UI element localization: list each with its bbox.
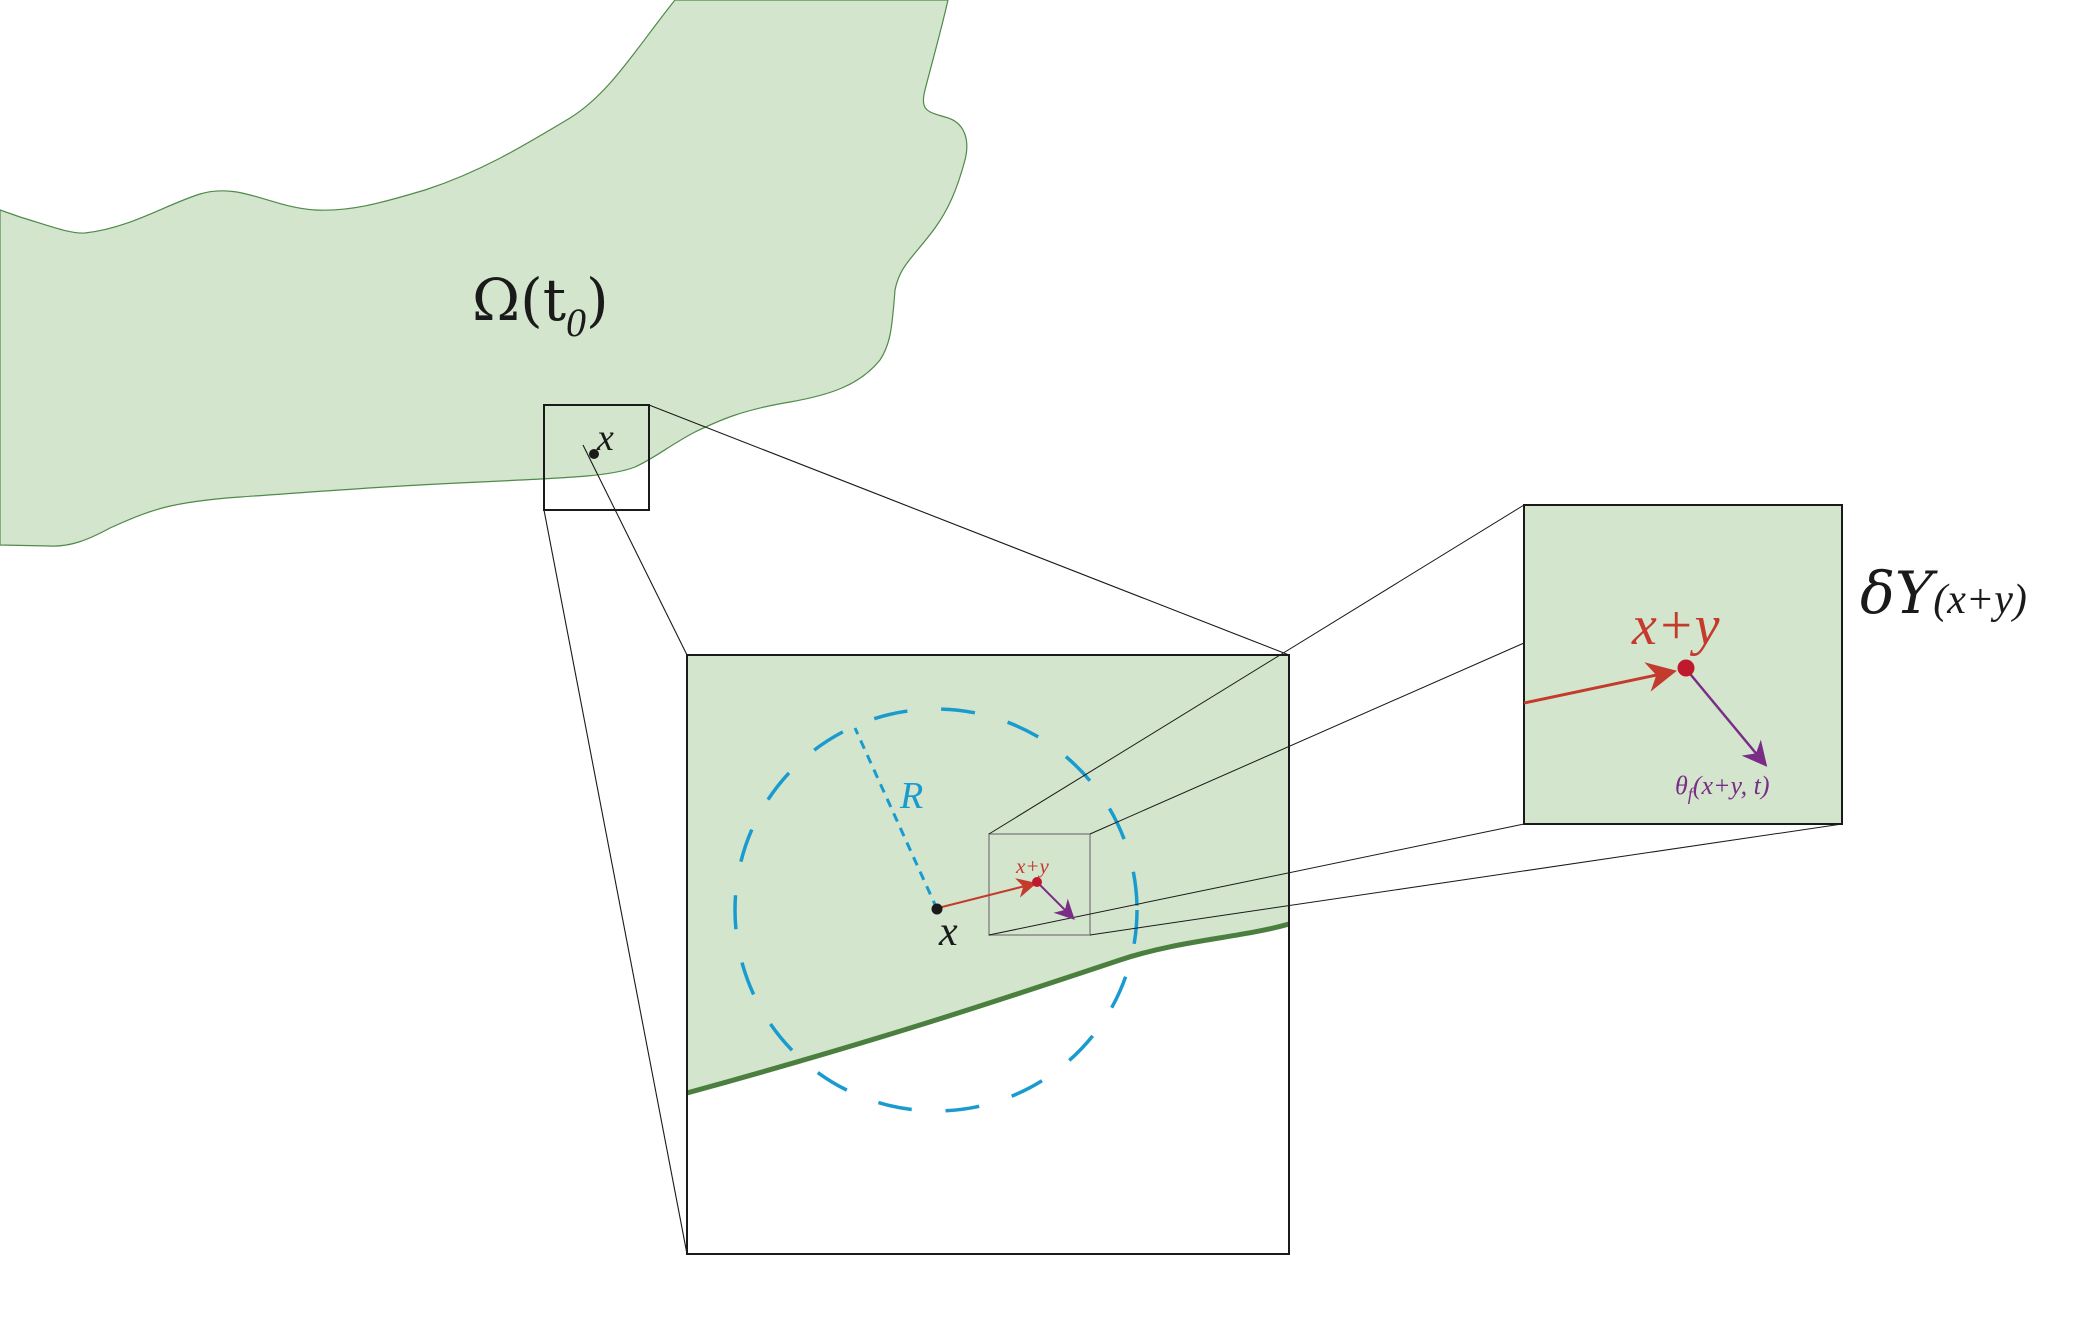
shift-large-label: x+y: [1631, 595, 1720, 657]
point-x-zoom-label: x: [938, 909, 958, 955]
zoom-connector: [543, 509, 688, 1255]
domain-region: [0, 0, 968, 547]
theta-arrow-small: [1037, 882, 1075, 920]
point-shift-large: [1677, 659, 1695, 677]
point-shift-small: [1032, 877, 1042, 887]
theta-label: θf(x+y, t): [1675, 771, 1770, 804]
domain-boundary: [687, 921, 1289, 1096]
cell-label: δY(x+y): [1860, 559, 2027, 627]
zoom-connector: [648, 404, 1290, 656]
cell-connector: [988, 504, 1525, 835]
cell-connector: [1089, 823, 1843, 936]
zoom-connector: [582, 444, 688, 656]
radius-line: [853, 727, 939, 910]
cell-connector: [988, 823, 1525, 936]
shift-arrow-small: [937, 878, 1037, 909]
zoom-region: [687, 655, 1289, 1093]
radius-circle: [733, 707, 1139, 1113]
zoom-box: [687, 655, 1289, 1254]
unit-cell-small: [988, 833, 1091, 936]
point-x-small: [589, 449, 599, 459]
cell-connector: [1089, 642, 1525, 835]
shift-arrow-large: [1523, 662, 1677, 705]
theta-arrow-large: [1685, 668, 1768, 767]
point-x-zoom: [931, 903, 943, 915]
zoom-box-frame: [686, 654, 1290, 1255]
small-window: [543, 404, 650, 511]
point-x-small-label: x: [596, 417, 614, 459]
radius-label: R: [899, 775, 923, 817]
shift-small-label: x+y: [1015, 854, 1049, 878]
domain-label: Ω(t0): [472, 266, 609, 345]
